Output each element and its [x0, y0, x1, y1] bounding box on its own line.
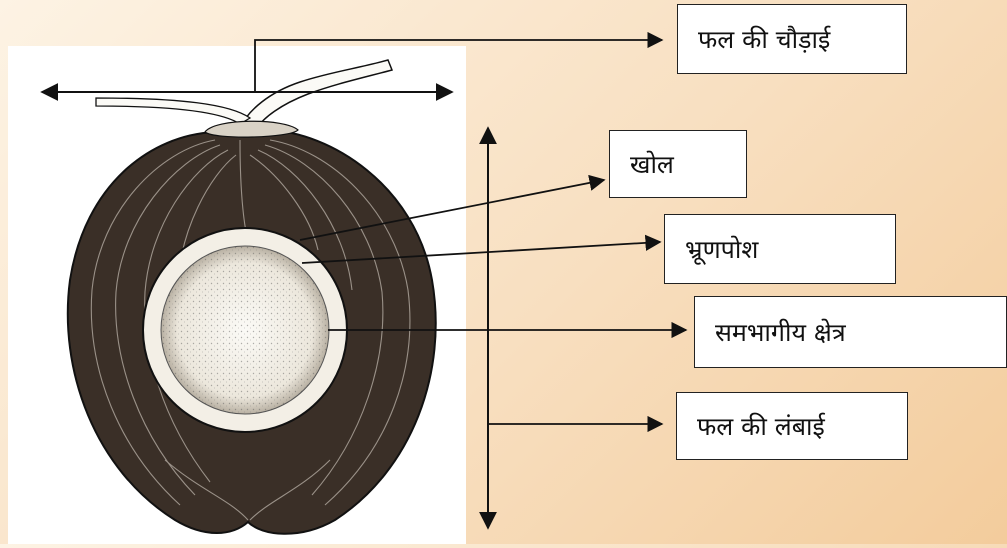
label-endosperm: भ्रूणपोश	[664, 214, 896, 284]
label-fruit-width: फल की चौड़ाई	[677, 4, 907, 74]
label-fruit-length: फल की लंबाई	[676, 392, 908, 460]
label-shell: खोल	[609, 130, 747, 198]
label-equatorial-zone: समभागीय क्षेत्र	[694, 296, 1007, 368]
embryo-stipple	[161, 246, 329, 414]
